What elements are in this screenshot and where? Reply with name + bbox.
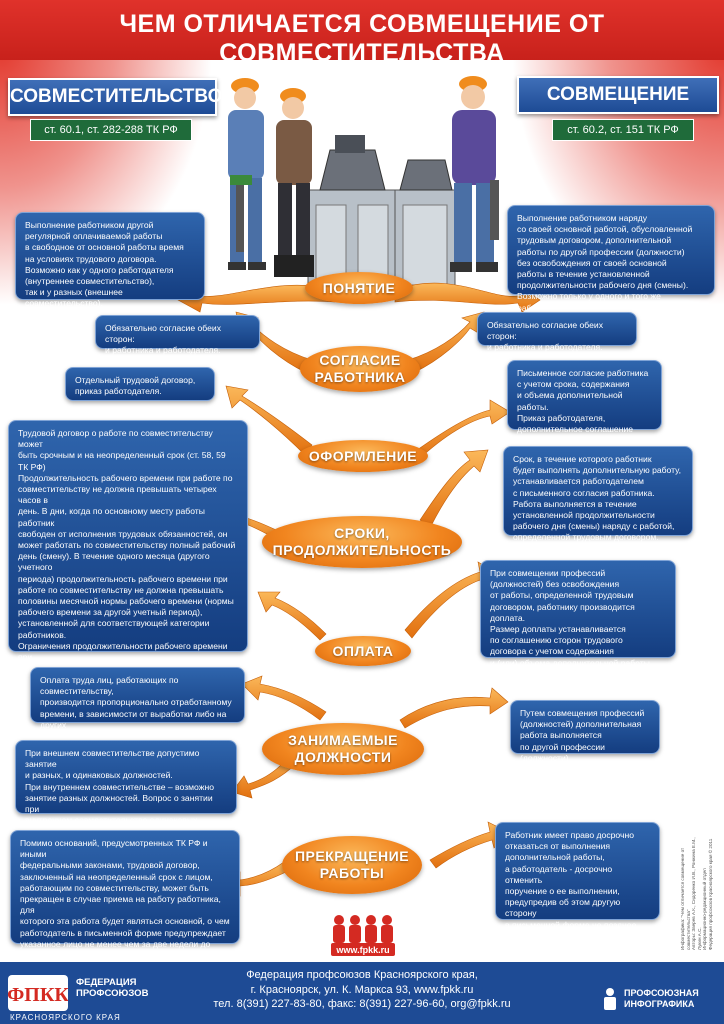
- arrow-right-6: [399, 687, 509, 729]
- right-info-box: Путем совмещения профессий (должностей) …: [510, 700, 660, 763]
- right-info-box: Срок, в течение которого работник будет …: [503, 446, 693, 542]
- fpkk-logo-url: www.fpkk.ru: [335, 945, 389, 955]
- logo-abbr: ФПКК: [8, 984, 68, 1006]
- right-machine-icon: [394, 159, 456, 295]
- arrow-left-1: [177, 284, 336, 313]
- credits-side-note: Инфографика: "Чем отличается совмещение …: [680, 837, 713, 950]
- infographics-logo: ПРОФСОЮЗНАЯ ИНФОГРАФИКА: [600, 985, 720, 1015]
- right-reference: ст. 60.2, ст. 151 ТК РФ: [552, 119, 694, 141]
- topic-oval: СРОКИ, ПРОДОЛЖИТЕЛЬНОСТЬ: [262, 516, 462, 568]
- infographics-line2: ИНФОГРАФИКА: [624, 999, 695, 1009]
- logo-line2: ПРОФСОЮЗОВ: [76, 988, 149, 999]
- left-info-box: Обязательно согласие обеих сторон: и раб…: [95, 315, 260, 355]
- left-machine-icon: [307, 135, 401, 295]
- left-info-box: Трудовой договор о работе по совместител…: [8, 420, 248, 763]
- left-reference: ст. 60.1, ст. 282-288 ТК РФ: [30, 119, 192, 141]
- right-heading: СОВМЕЩЕНИЕ: [517, 76, 719, 114]
- topic-oval: ЗАНИМАЕМЫЕ ДОЛЖНОСТИ: [262, 723, 424, 775]
- left-heading: СОВМЕСТИТЕЛЬСТВО: [8, 78, 222, 116]
- left-info-box: Помимо оснований, предусмотренных ТК РФ …: [10, 830, 240, 960]
- worker-middle-icon: [274, 88, 314, 277]
- right-info-box: Письменное согласие работника с учетом с…: [507, 360, 662, 445]
- arrow-right-4: [419, 449, 489, 529]
- topic-oval: ОПЛАТА: [315, 636, 411, 666]
- right-info-box: Обязательно согласие обеих сторон: и раб…: [477, 312, 637, 352]
- right-info-box: Работник имеет право досрочно отказаться…: [495, 822, 660, 952]
- right-info-box: Выполнение работником наряду со своей ос…: [507, 205, 715, 313]
- footer-contacts: Федерация профсоюзов Красноярского края,…: [213, 969, 511, 1010]
- topic-oval: ПОНЯТИЕ: [305, 272, 413, 304]
- title-banner: [0, 0, 724, 60]
- logo-line3: КРАСНОЯРСКОГО КРАЯ: [10, 1013, 121, 1022]
- arrow-right-3: [409, 399, 511, 461]
- federation-logo: ФПКК ФЕДЕРАЦИЯ ПРОФСОЮЗОВ КРАСНОЯРСКОГО …: [8, 975, 178, 1022]
- footer: [0, 962, 724, 1024]
- worker-left-icon: [228, 78, 266, 270]
- workers-illustration: [228, 76, 499, 295]
- page-title: ЧЕМ ОТЛИЧАЕТСЯ СОВМЕЩЕНИЕ ОТ СОВМЕСТИТЕЛ…: [119, 10, 605, 67]
- arrow-left-6: [241, 675, 327, 721]
- left-info-box: При внешнем совместительстве допустимо з…: [15, 740, 237, 836]
- topic-oval: ОФОРМЛЕНИЕ: [298, 440, 428, 472]
- arrow-right-1: [394, 282, 541, 313]
- logo-line1: ФЕДЕРАЦИЯ: [76, 977, 137, 988]
- fpkk-emblem-icon: ФПКК: [8, 975, 68, 1011]
- right-info-box: При совмещении профессий (должностей) бе…: [480, 560, 676, 668]
- arrow-left-5: [257, 591, 327, 641]
- left-info-box: Отдельный трудовой договор, приказ работ…: [65, 367, 215, 401]
- fpkk-people-logo: www.fpkk.ru: [331, 915, 395, 956]
- topic-oval: СОГЛАСИЕ РАБОТНИКА: [300, 346, 420, 392]
- topic-oval: ПРЕКРАЩЕНИЕ РАБОТЫ: [282, 836, 422, 894]
- worker-right-icon: [450, 76, 499, 272]
- left-info-box: Оплата труда лиц, работающих по совмести…: [30, 667, 245, 741]
- arrow-right-2: [407, 311, 485, 373]
- infographics-line1: ПРОФСОЮЗНАЯ: [624, 988, 699, 998]
- arrow-left-3: [225, 385, 313, 456]
- infographics-person-icon: [604, 988, 616, 1010]
- left-info-box: Выполнение работником другой регулярной …: [15, 212, 205, 308]
